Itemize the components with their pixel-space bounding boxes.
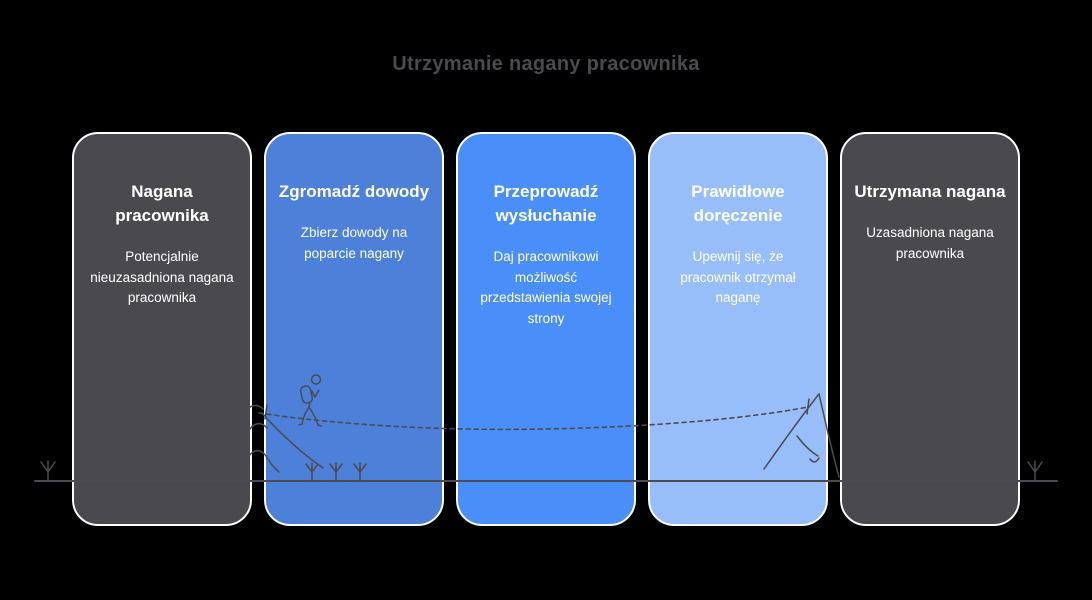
- step-card-title: Prawidłowe doręczenie: [691, 182, 785, 225]
- step-card-description: Upewnij się, że pracownik otrzymał nagan…: [680, 248, 796, 306]
- step-card-title: Przeprowadź wysłuchanie: [493, 182, 599, 225]
- step-card-nagana-pracownika: Nagana pracownika Potencjalnie nieuzasad…: [72, 132, 252, 526]
- plant-icon: [40, 460, 56, 482]
- plant-icon: [1027, 460, 1043, 482]
- step-card-title: Zgromadź dowody: [278, 182, 430, 201]
- step-card-utrzymana-nagana: Utrzymana nagana Uzasadniona nagana prac…: [840, 132, 1020, 526]
- step-card-description: Zbierz dowody na poparcie nagany: [300, 224, 408, 261]
- step-card-description: Uzasadniona nagana pracownika: [866, 224, 994, 261]
- step-card-przeprowadz-wysluchanie: Przeprowadź wysłuchanie Daj pracownikowi…: [456, 132, 636, 526]
- step-card-description: Daj pracownikowi możliwość przedstawieni…: [480, 248, 612, 327]
- process-steps-row: Nagana pracownika Potencjalnie nieuzasad…: [72, 132, 1020, 526]
- step-card-title: Utrzymana nagana: [854, 182, 1006, 201]
- step-card-description: Potencjalnie nieuzasadniona nagana praco…: [90, 248, 234, 306]
- step-card-title: Nagana pracownika: [115, 182, 209, 225]
- diagram-title: Utrzymanie nagany pracownika: [392, 53, 700, 75]
- step-card-prawidlowe-doreczenie: Prawidłowe doręczenie Upewnij się, że pr…: [648, 132, 828, 526]
- step-card-zgromadz-dowody: Zgromadź dowody Zbierz dowody na poparci…: [264, 132, 444, 526]
